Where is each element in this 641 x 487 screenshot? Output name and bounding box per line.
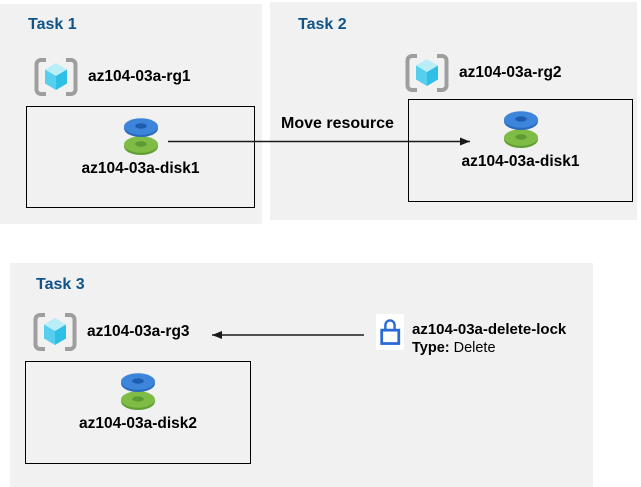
managed-disk-icon: [121, 373, 155, 410]
task1-resource-label: az104-03a-disk1: [81, 160, 200, 177]
task3-resource-box: az104-03a-disk2: [25, 361, 251, 464]
task1-resource-box: az104-03a-disk1: [26, 106, 255, 208]
task2-resource-box: az104-03a-disk1: [408, 99, 633, 202]
lock-type-line: Type:Delete: [412, 339, 566, 358]
task1-panel: Task 1 az104-03a-rg1 az104-03a-disk1: [0, 4, 262, 224]
lock-name-label: az104-03a-delete-lock: [412, 321, 567, 338]
task3-resource-group-row: az104-03a-rg3: [33, 312, 190, 352]
task3-resource-group-label: az104-03a-rg3: [87, 323, 190, 340]
padlock-icon: [380, 319, 401, 345]
resource-group-icon: [33, 313, 77, 351]
task1-title: Task 1: [28, 16, 77, 33]
lock-icon-box: [376, 314, 404, 350]
task3-resource-label: az104-03a-disk2: [78, 415, 198, 432]
resource-group-icon: [405, 54, 449, 92]
lock-annotation: az104-03a-delete-lock Type:Delete: [412, 320, 566, 358]
resource-group-icon: [34, 58, 78, 96]
task3-title: Task 3: [36, 276, 85, 293]
task3-panel: Task 3 az104-03a-rg3 az104-03a-disk2: [10, 263, 593, 487]
lock-type-key: Type:: [412, 340, 450, 356]
task1-resource-group-label: az104-03a-rg1: [88, 68, 191, 85]
task2-resource-group-row: az104-03a-rg2: [405, 53, 562, 93]
task2-resource-group-label: az104-03a-rg2: [459, 64, 562, 81]
managed-disk-icon: [503, 111, 538, 148]
task2-resource-label: az104-03a-disk1: [461, 153, 580, 170]
managed-disk-icon: [123, 118, 158, 155]
lock-type-value: Delete: [453, 340, 496, 356]
task1-resource-group-row: az104-03a-rg1: [34, 57, 191, 97]
task2-title: Task 2: [298, 16, 347, 33]
task2-panel: Task 2 az104-03a-rg2 az104-03a-disk1: [270, 2, 637, 220]
move-resource-label: Move resource: [281, 115, 394, 132]
